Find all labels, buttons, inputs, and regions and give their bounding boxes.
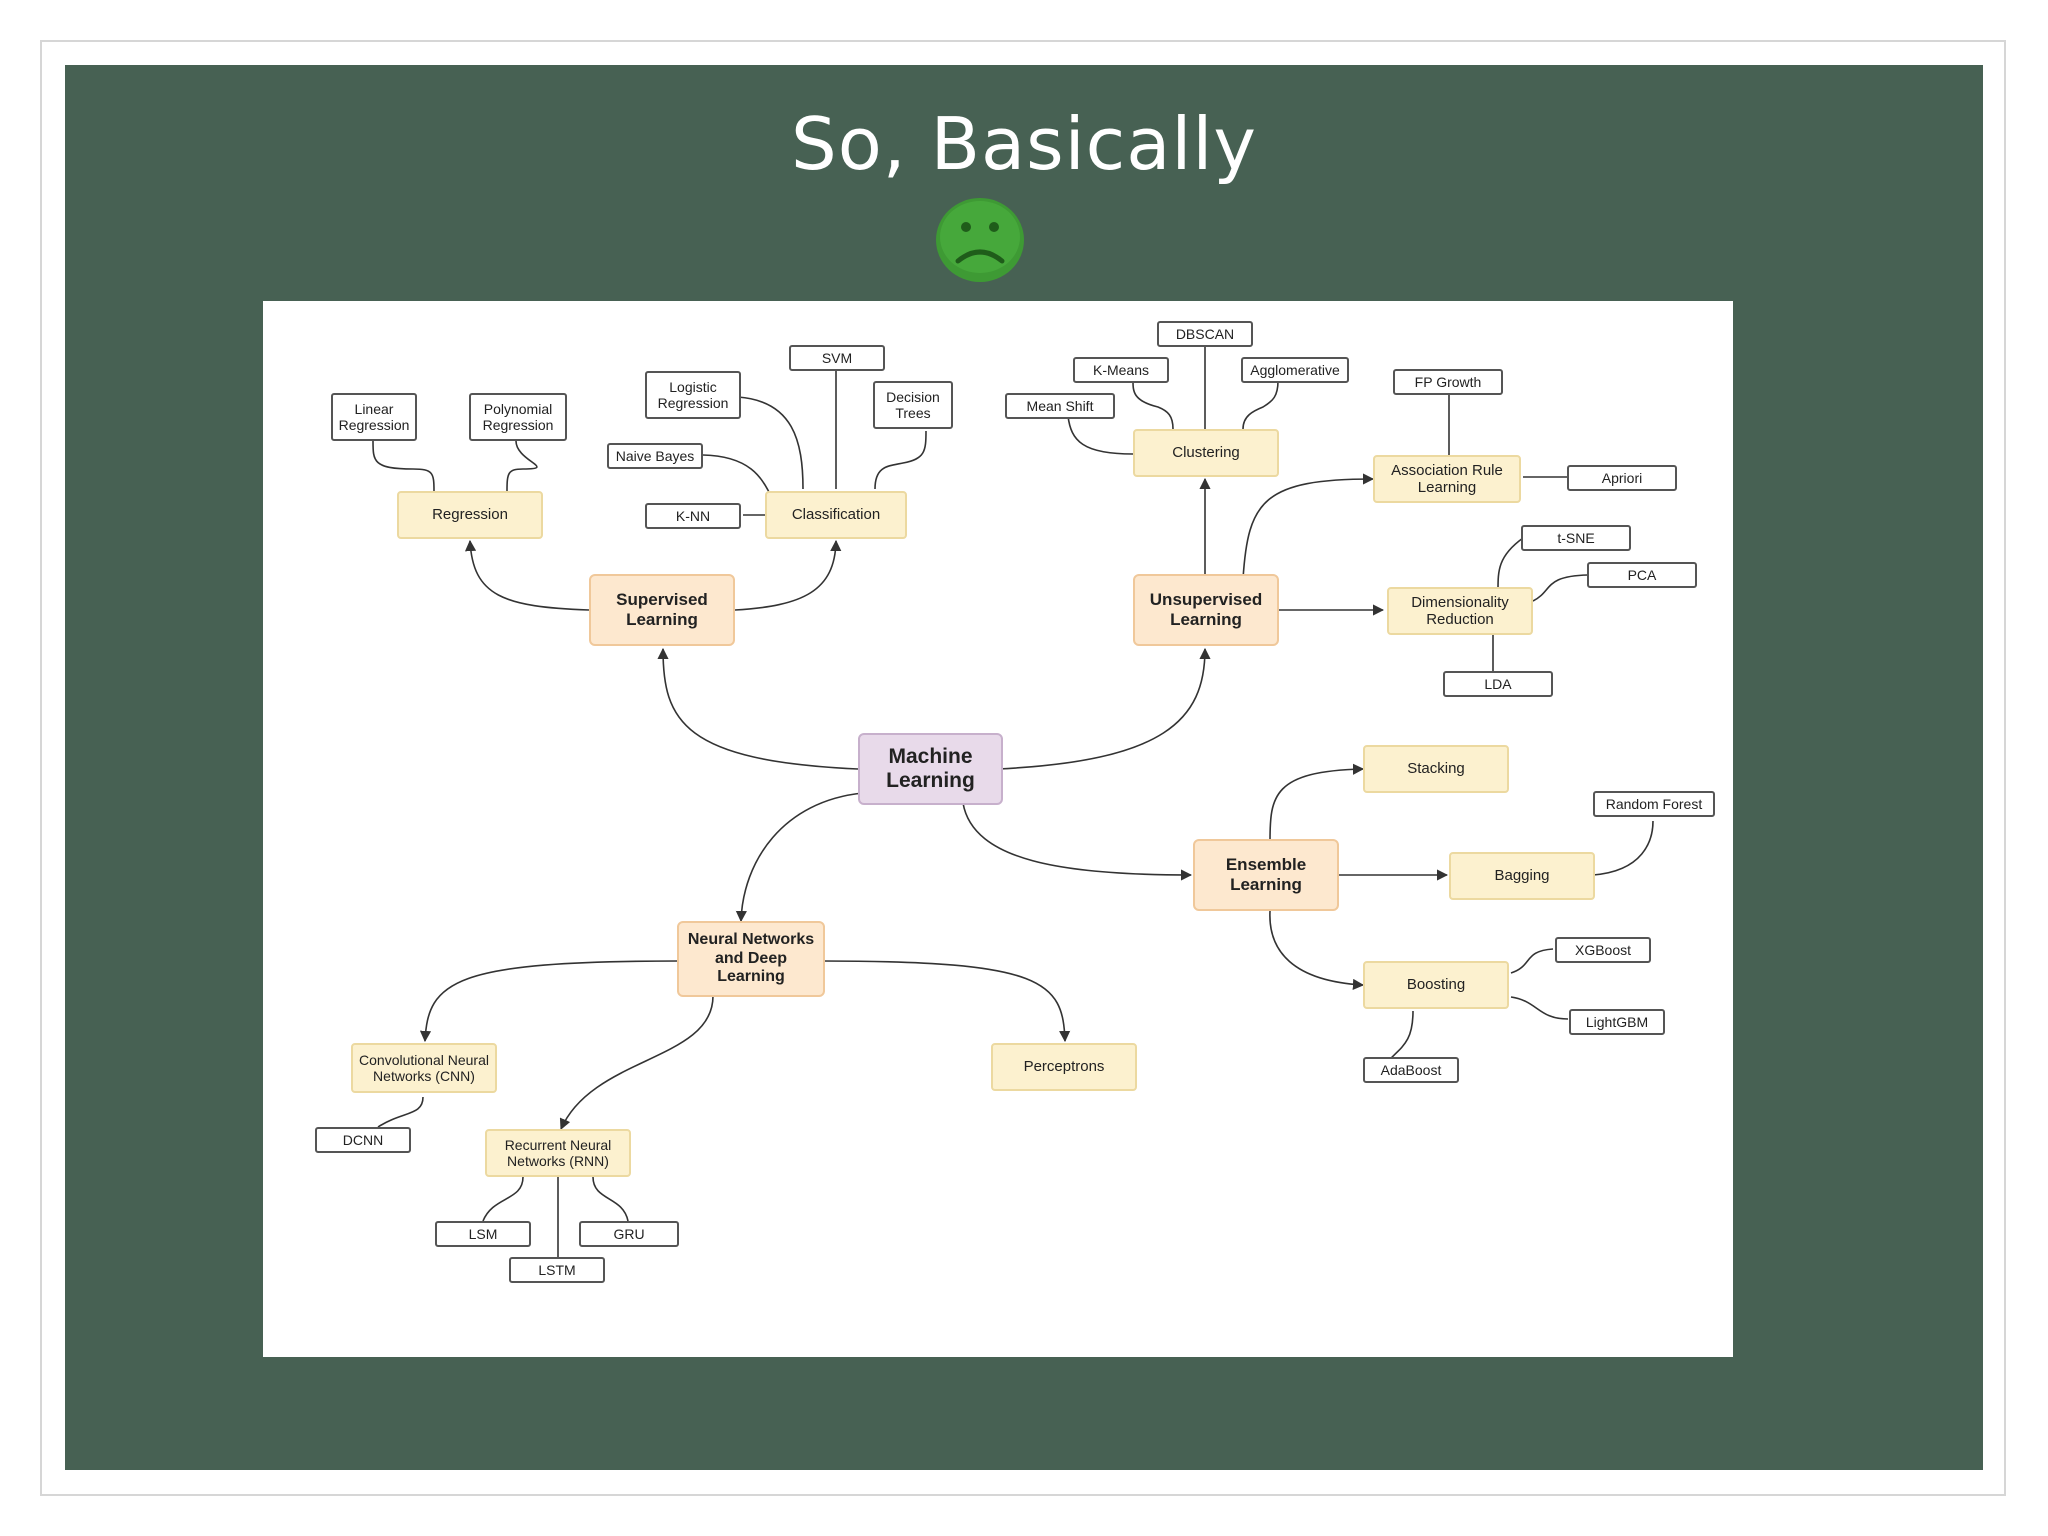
sad-face-icon: [936, 198, 1024, 282]
node-decision-trees: Decision Trees: [873, 381, 953, 429]
node-xgboost: XGBoost: [1555, 937, 1651, 963]
edge-boosting-xgboost: [1510, 948, 1554, 974]
node-apriori: Apriori: [1567, 465, 1677, 491]
node-knn: K-NN: [645, 503, 741, 529]
edge-supervised-classification: [734, 539, 842, 611]
edge-clust-meanshift: [1067, 415, 1134, 455]
node-lda: LDA: [1443, 671, 1553, 697]
node-polynomial-regression: Polynomial Regression: [469, 393, 567, 441]
edge-ens-boosting: [1269, 910, 1365, 991]
node-association-rule: Association Rule Learning: [1373, 455, 1521, 503]
edge-clust-agglo: [1242, 380, 1279, 430]
node-mean-shift: Mean Shift: [1005, 393, 1115, 419]
edge-neural-rnn: [559, 995, 714, 1131]
diagram-connectors: [372, 347, 1654, 1257]
node-regression: Regression: [397, 491, 543, 539]
node-stacking: Stacking: [1363, 745, 1509, 793]
node-lstm: LSTM: [509, 1257, 605, 1283]
node-agglomerative: Agglomerative: [1241, 357, 1349, 383]
slide-title: So, Basically: [791, 102, 1257, 186]
edge-dim-pca: [1532, 574, 1589, 602]
node-gru: GRU: [579, 1221, 679, 1247]
edge-class-dtree: [874, 430, 927, 490]
node-fp-growth: FP Growth: [1393, 369, 1503, 395]
edge-ml-unsupervised: [997, 647, 1211, 770]
edge-class-naive: [702, 454, 774, 502]
node-dcnn: DCNN: [315, 1127, 411, 1153]
edge-unsup-association: [1242, 473, 1375, 580]
node-linear-regression: Linear Regression: [331, 393, 417, 441]
mind-map-diagram: Machine Learning Supervised Learning Uns…: [263, 301, 1733, 1357]
edge-ml-neural: [735, 792, 864, 923]
node-classification: Classification: [765, 491, 907, 539]
edge-class-logistic: [737, 396, 804, 490]
edge-supervised-regression: [464, 539, 590, 611]
edge-ml-supervised: [657, 647, 859, 770]
edge-regression-linear: [372, 440, 435, 492]
edge-ens-stacking: [1269, 763, 1365, 842]
node-dimensionality-reduction: Dimensionality Reduction: [1387, 587, 1533, 635]
node-perceptrons: Perceptrons: [991, 1043, 1137, 1091]
edge-bagging-rf: [1592, 820, 1654, 876]
edge-clust-kmeans: [1132, 380, 1174, 430]
node-clustering: Clustering: [1133, 429, 1279, 477]
edge-boosting-adaboost: [1387, 1010, 1414, 1062]
node-lsm: LSM: [435, 1221, 531, 1247]
node-random-forest: Random Forest: [1593, 791, 1715, 817]
node-neural-networks: Neural Networks and Deep Learning: [677, 921, 825, 997]
edge-dim-tsne: [1497, 537, 1524, 591]
node-naive-bayes: Naive Bayes: [607, 443, 703, 469]
node-machine-learning: Machine Learning: [858, 733, 1003, 805]
node-cnn: Convolutional Neural Networks (CNN): [351, 1043, 497, 1093]
edge-neural-cnn: [419, 960, 680, 1043]
node-kmeans: K-Means: [1073, 357, 1169, 383]
edge-rnn-lsm: [482, 1176, 524, 1222]
node-unsupervised-learning: Unsupervised Learning: [1133, 574, 1279, 646]
edge-regression-poly: [506, 440, 538, 492]
watermark-top: [420, 0, 445, 75]
edge-neural-perceptrons: [822, 960, 1071, 1043]
node-adaboost: AdaBoost: [1363, 1057, 1459, 1083]
node-logistic-regression: Logistic Regression: [645, 371, 741, 419]
edge-cnn-dcnn: [377, 1096, 424, 1128]
node-supervised-learning: Supervised Learning: [589, 574, 735, 646]
node-boosting: Boosting: [1363, 961, 1509, 1009]
node-bagging: Bagging: [1449, 852, 1595, 900]
node-ensemble-learning: Ensemble Learning: [1193, 839, 1339, 911]
edge-ml-ensemble: [962, 802, 1193, 881]
node-lightgbm: LightGBM: [1569, 1009, 1665, 1035]
node-tsne: t-SNE: [1521, 525, 1631, 551]
edge-boosting-lightgbm: [1510, 996, 1569, 1020]
node-rnn: Recurrent Neural Networks (RNN): [485, 1129, 631, 1177]
node-svm: SVM: [789, 345, 885, 371]
node-pca: PCA: [1587, 562, 1697, 588]
node-dbscan: DBSCAN: [1157, 321, 1253, 347]
edge-rnn-gru: [592, 1176, 629, 1222]
